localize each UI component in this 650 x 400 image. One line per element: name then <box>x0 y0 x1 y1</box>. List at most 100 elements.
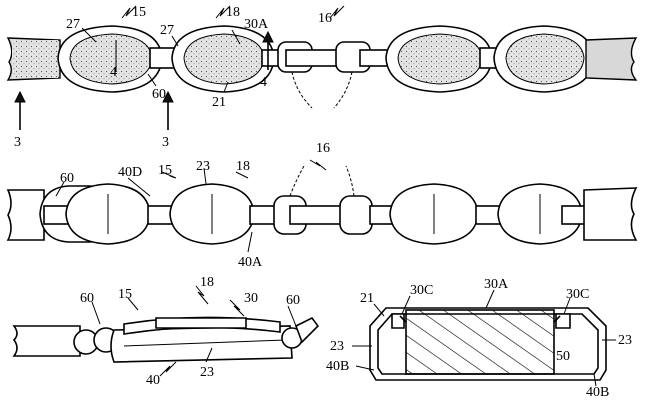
side-label-18: 18 <box>200 275 214 290</box>
mid-leader-23 <box>203 167 207 185</box>
leader-18 <box>215 5 231 19</box>
mid-leader-40D <box>127 177 151 197</box>
mid-label-23: 23 <box>196 159 210 174</box>
side-link-base <box>110 325 293 363</box>
link-top-4 <box>493 25 595 93</box>
mid-safety-chain-right <box>345 165 355 197</box>
mid-center-marks <box>107 194 541 234</box>
label-15: 15 <box>132 5 146 20</box>
side-leader-60b <box>287 305 297 327</box>
figure-middle-bracelet: 60 40D 15 23 18 16 40A <box>6 141 638 270</box>
sec-label-40B-left: 40B <box>326 359 349 374</box>
side-leader-30 <box>229 299 245 317</box>
sec-label-30C-left: 30C <box>410 283 433 298</box>
leader-30A <box>231 29 241 45</box>
mid-block-6 <box>561 205 587 225</box>
mid-label-40D: 40D <box>118 165 142 180</box>
side-label-23: 23 <box>200 365 214 380</box>
link-top-1 <box>57 25 163 93</box>
broken-end-right <box>585 37 638 81</box>
stipple-left <box>12 40 58 78</box>
figure-top-bracelet: 15 18 16 27 27 30A 4 4 60 21 3 3 <box>6 5 638 150</box>
label-4a: 4 <box>110 65 117 80</box>
mid-block-1 <box>43 205 69 225</box>
sec-leader-30C-left <box>401 295 411 315</box>
link-top-2 <box>171 25 275 93</box>
section-insert-50 <box>405 309 555 375</box>
sec-leader-40B-right <box>593 373 597 387</box>
side-label-60a: 60 <box>80 291 94 306</box>
leader-60 <box>147 73 157 87</box>
mid-broken-end-left <box>6 189 45 241</box>
section-fold-right <box>553 315 561 323</box>
safety-chain-right <box>333 71 353 109</box>
label-27a: 27 <box>66 17 80 32</box>
section-flange-left <box>391 313 405 329</box>
sec-label-50: 50 <box>556 349 570 364</box>
side-link-line <box>123 339 287 347</box>
arrowhead-4 <box>262 30 274 43</box>
mid-block-4 <box>369 205 393 225</box>
mid-label-40A: 40A <box>238 255 263 270</box>
mid-label-16: 16 <box>316 141 330 156</box>
side-cover-30 <box>155 317 247 329</box>
sec-leader-21 <box>373 303 385 317</box>
safety-chain-left <box>291 71 313 109</box>
side-leader-15 <box>127 297 139 311</box>
side-band-right <box>294 316 320 344</box>
sec-label-21: 21 <box>360 291 374 306</box>
mid-label-15: 15 <box>158 163 172 178</box>
leader-27b <box>171 35 179 47</box>
mid-label-18: 18 <box>236 159 250 174</box>
mid-block-3 <box>249 205 277 225</box>
sec-leader-40B-left <box>355 365 375 371</box>
mid-leader-15 <box>161 171 177 179</box>
label-16: 16 <box>318 11 332 26</box>
label-30A: 30A <box>244 17 269 32</box>
sec-label-40B-right: 40B <box>586 385 609 400</box>
side-leader-60a <box>91 301 101 325</box>
side-band-left <box>12 325 81 357</box>
mid-clasp-ring-right <box>339 195 373 235</box>
leader-21 <box>223 81 229 93</box>
arrowhead-3-right <box>162 90 174 103</box>
figure-bottom-left-side-view: 18 60 15 30 60 40 23 <box>12 275 320 388</box>
figure-bottom-right-cross-section: 21 30C 30A 30C 23 23 50 40B 40B <box>326 277 632 400</box>
side-leader-18 <box>195 285 209 305</box>
sec-label-30A: 30A <box>484 277 509 292</box>
link-top-3 <box>385 25 493 93</box>
sec-label-23-left: 23 <box>330 339 344 354</box>
label-4b: 4 <box>260 75 267 90</box>
sec-leader-30A <box>485 289 495 309</box>
label-3a: 3 <box>14 135 21 150</box>
label-60: 60 <box>152 87 166 102</box>
mid-safety-chain-left <box>289 165 305 197</box>
arrowhead-3-left <box>14 90 26 103</box>
label-3b: 3 <box>162 135 169 150</box>
label-27b: 27 <box>160 23 174 38</box>
section-fold-left <box>399 315 407 323</box>
mid-leader-40A <box>247 231 253 253</box>
label-18: 18 <box>226 5 240 20</box>
mid-label-60: 60 <box>60 171 74 186</box>
side-label-40: 40 <box>146 373 160 388</box>
leader-16 <box>329 5 345 19</box>
mid-leader-60 <box>55 181 65 197</box>
sec-label-30C-right: 30C <box>566 287 589 302</box>
mid-leader-16 <box>309 159 327 171</box>
sec-label-23-right: 23 <box>618 333 632 348</box>
section-flange-right <box>555 313 571 329</box>
side-leader-23 <box>205 347 213 363</box>
mid-broken-end-right <box>583 187 638 241</box>
mid-block-2 <box>147 205 173 225</box>
sec-leader-30C-right <box>563 297 571 315</box>
mid-leader-18 <box>235 171 249 179</box>
side-leader-40 <box>159 361 177 377</box>
label-21: 21 <box>212 95 226 110</box>
side-label-60b: 60 <box>286 293 300 308</box>
side-label-30: 30 <box>244 291 258 306</box>
leader-27a <box>81 27 97 43</box>
leader-15 <box>121 5 137 19</box>
